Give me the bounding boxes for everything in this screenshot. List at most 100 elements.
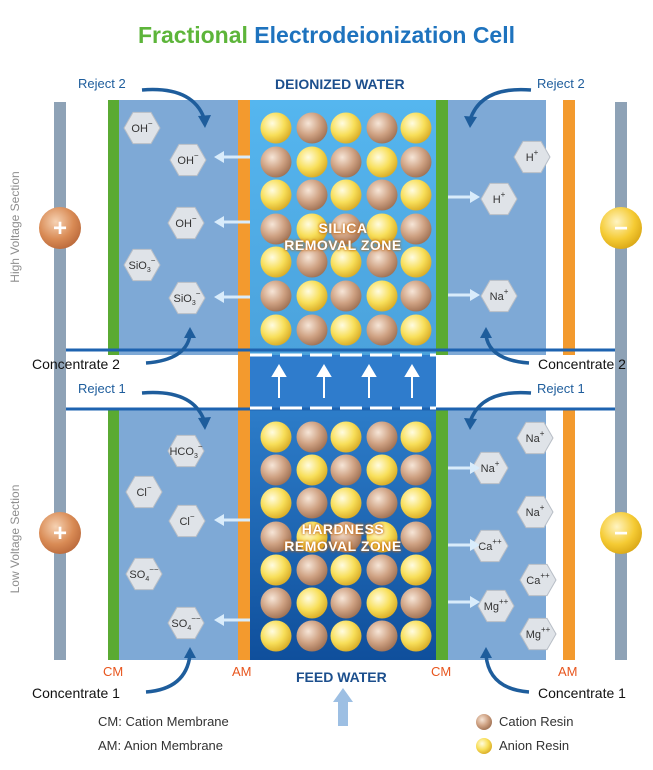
- svg-text:Ca++: Ca++: [478, 537, 502, 553]
- ion-so: SO4−−: [167, 606, 205, 640]
- anion-resin-bead: [400, 554, 432, 586]
- cation-resin-bead: [330, 280, 362, 312]
- cation-resin-bead: [296, 246, 328, 278]
- cation-resin-bead: [400, 454, 432, 486]
- transfer-arrows: [271, 364, 420, 398]
- anion-resin-bead: [400, 487, 432, 519]
- ion-hco: HCO3−: [167, 434, 205, 468]
- ion-na: Na+: [480, 279, 518, 313]
- ion-ca: Ca++: [519, 563, 557, 597]
- cation-resin-bead: [366, 314, 398, 346]
- svg-text:Ca++: Ca++: [526, 571, 550, 587]
- svg-text:OH−: OH−: [175, 214, 197, 230]
- ion-so: SO4−−: [125, 557, 163, 591]
- cation-resin-bead: [330, 146, 362, 178]
- anion-resin-bead: [330, 246, 362, 278]
- ion-oh: OH−: [167, 206, 205, 240]
- high-voltage-section-label: High Voltage Section: [8, 171, 22, 283]
- cation-resin-bead: [296, 314, 328, 346]
- svg-text:SO4−−: SO4−−: [171, 614, 200, 632]
- ion-mg: Mg++: [519, 617, 557, 651]
- anion-resin-bead: [400, 112, 432, 144]
- cation-resin-bead: [400, 587, 432, 619]
- anion-resin-bead: [330, 421, 362, 453]
- cation-resin-bead: [400, 213, 432, 245]
- cation-membrane-left-lower: [108, 408, 119, 660]
- minus-icon: −: [614, 520, 628, 547]
- cation-resin-bead: [366, 554, 398, 586]
- anion-resin-bead: [330, 554, 362, 586]
- svg-text:Na+: Na+: [490, 287, 509, 303]
- ion-h: H+: [513, 140, 551, 174]
- anion-resin-bead: [260, 487, 292, 519]
- cation-resin-bead: [260, 146, 292, 178]
- stream-arrows: [141, 87, 532, 694]
- svg-text:SiO3−: SiO3−: [174, 289, 201, 307]
- ion-mg: Mg++: [477, 589, 515, 623]
- svg-text:HCO3−: HCO3−: [169, 442, 202, 460]
- anion-resin-bead: [296, 587, 328, 619]
- concentrate-1-left-label: Concentrate 1: [32, 685, 120, 701]
- cation-membrane-left-upper: [108, 100, 119, 355]
- cation-resin-bead: [400, 146, 432, 178]
- anion-resin-swatch: [476, 738, 492, 754]
- hardness-zone-line1: HARDNESS: [301, 521, 385, 537]
- silica-zone-line1: SILICA: [318, 220, 368, 236]
- svg-text:Mg++: Mg++: [484, 597, 509, 613]
- cation-resin-bead: [296, 112, 328, 144]
- anion-resin-bead: [400, 421, 432, 453]
- cm-right-label: CM: [431, 664, 452, 679]
- resin-beads: [260, 112, 432, 652]
- ion-sio: SiO3−: [168, 281, 206, 315]
- svg-text:OH−: OH−: [131, 119, 153, 135]
- cathode-lower: [600, 512, 642, 554]
- ion-na: Na+: [516, 421, 554, 455]
- cation-resin-bead: [330, 454, 362, 486]
- svg-text:Cl−: Cl−: [179, 512, 194, 528]
- feed-water-label: FEED WATER: [296, 669, 387, 685]
- reject-1-left-label: Reject 1: [78, 381, 126, 396]
- svg-text:Na+: Na+: [481, 459, 500, 475]
- cation-resin-bead: [260, 280, 292, 312]
- anion-resin-bead: [296, 280, 328, 312]
- svg-text:SO4−−: SO4−−: [129, 565, 158, 583]
- cation-resin-bead: [366, 246, 398, 278]
- anion-resin-bead: [366, 587, 398, 619]
- reject-1-right-label: Reject 1: [537, 381, 585, 396]
- plus-icon: +: [53, 520, 67, 547]
- cation-resin-bead: [260, 454, 292, 486]
- svg-text:Cl−: Cl−: [136, 483, 151, 499]
- svg-text:OH−: OH−: [177, 151, 199, 167]
- cation-resin-bead: [260, 587, 292, 619]
- legend-cm-definition: CM: Cation Membrane: [98, 714, 229, 729]
- ion-markers: OH−OH−OH−SiO3−SiO3−H+H+Na+HCO3−Cl−Cl−SO4…: [123, 111, 557, 651]
- cation-resin-bead: [330, 213, 362, 245]
- cation-resin-bead: [366, 179, 398, 211]
- hardness-zone-line2: REMOVAL ZONE: [284, 538, 402, 554]
- anion-resin-bead: [296, 454, 328, 486]
- cation-resin-bead: [400, 280, 432, 312]
- anion-resin-bead: [296, 146, 328, 178]
- plus-icon: +: [53, 215, 67, 242]
- cation-membrane-right-upper: [436, 100, 448, 355]
- anode-upper: [39, 207, 81, 249]
- anion-resin-bead: [330, 487, 362, 519]
- anion-resin-bead: [260, 554, 292, 586]
- anion-resin-bead: [400, 620, 432, 652]
- anion-resin-bead: [260, 246, 292, 278]
- concentrate-2-right-label: Concentrate 2: [538, 356, 626, 372]
- svg-text:Na+: Na+: [526, 429, 545, 445]
- hardness-zone-label: HARDNESS REMOVAL ZONE: [250, 521, 436, 555]
- anion-resin-bead: [330, 112, 362, 144]
- cathode-upper: [600, 207, 642, 249]
- right-electrode-bar: [615, 102, 627, 660]
- anion-membrane-left: [238, 100, 250, 660]
- cation-resin-swatch: [476, 714, 492, 730]
- anion-resin-bead: [366, 521, 398, 553]
- anion-membrane-right-upper: [563, 100, 575, 355]
- cation-resin-bead: [296, 554, 328, 586]
- ion-na: Na+: [471, 451, 509, 485]
- silica-zone-line2: REMOVAL ZONE: [284, 237, 402, 253]
- anion-resin-bead: [366, 280, 398, 312]
- anion-resin-bead: [260, 179, 292, 211]
